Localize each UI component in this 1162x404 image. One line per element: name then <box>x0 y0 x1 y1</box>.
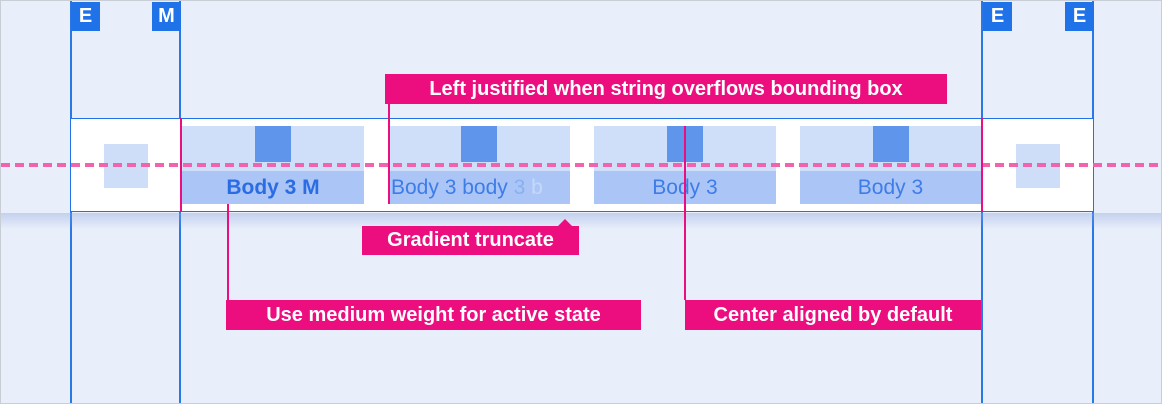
annotation-left-justified: Left justified when string overflows bou… <box>385 74 947 104</box>
annotation-gradient-truncate: Gradient truncate <box>362 219 579 255</box>
annotation-center-aligned: Center aligned by default <box>685 300 981 330</box>
tab-item-active-icon <box>255 126 291 162</box>
tab-label-text: Body 3 body <box>391 176 514 199</box>
tab-label-fade-text: b <box>525 176 543 199</box>
margin-badge-m: M <box>152 2 181 31</box>
leader-line-left-justified <box>388 104 390 204</box>
tab-item-truncated-label: Body 3 body 3 b <box>389 171 570 204</box>
tab-item-truncated-icon <box>461 126 497 162</box>
tab-label-fade-text: 3 <box>513 176 526 199</box>
margin-badge-e-left: E <box>71 2 100 31</box>
annotation-medium-weight: Use medium weight for active state <box>226 300 641 330</box>
leader-line-center-aligned <box>684 126 686 300</box>
center-baseline-dashed-line <box>1 163 1161 167</box>
band-margin-line-e <box>981 118 983 212</box>
margin-badge-e-right-inner: E <box>983 2 1012 31</box>
leader-line-medium-weight <box>227 204 229 300</box>
tab-item-4-label: Body 3 <box>800 171 981 204</box>
tab-bar-shadow <box>1 213 1161 229</box>
tab-item-4-icon <box>873 126 909 162</box>
band-margin-line-m <box>180 118 182 212</box>
margin-badge-e-right-outer: E <box>1065 2 1094 31</box>
tab-item-active-label: Body 3 M <box>182 171 364 204</box>
pointer-up-icon <box>557 219 573 227</box>
annotation-text: Gradient truncate <box>387 229 554 251</box>
